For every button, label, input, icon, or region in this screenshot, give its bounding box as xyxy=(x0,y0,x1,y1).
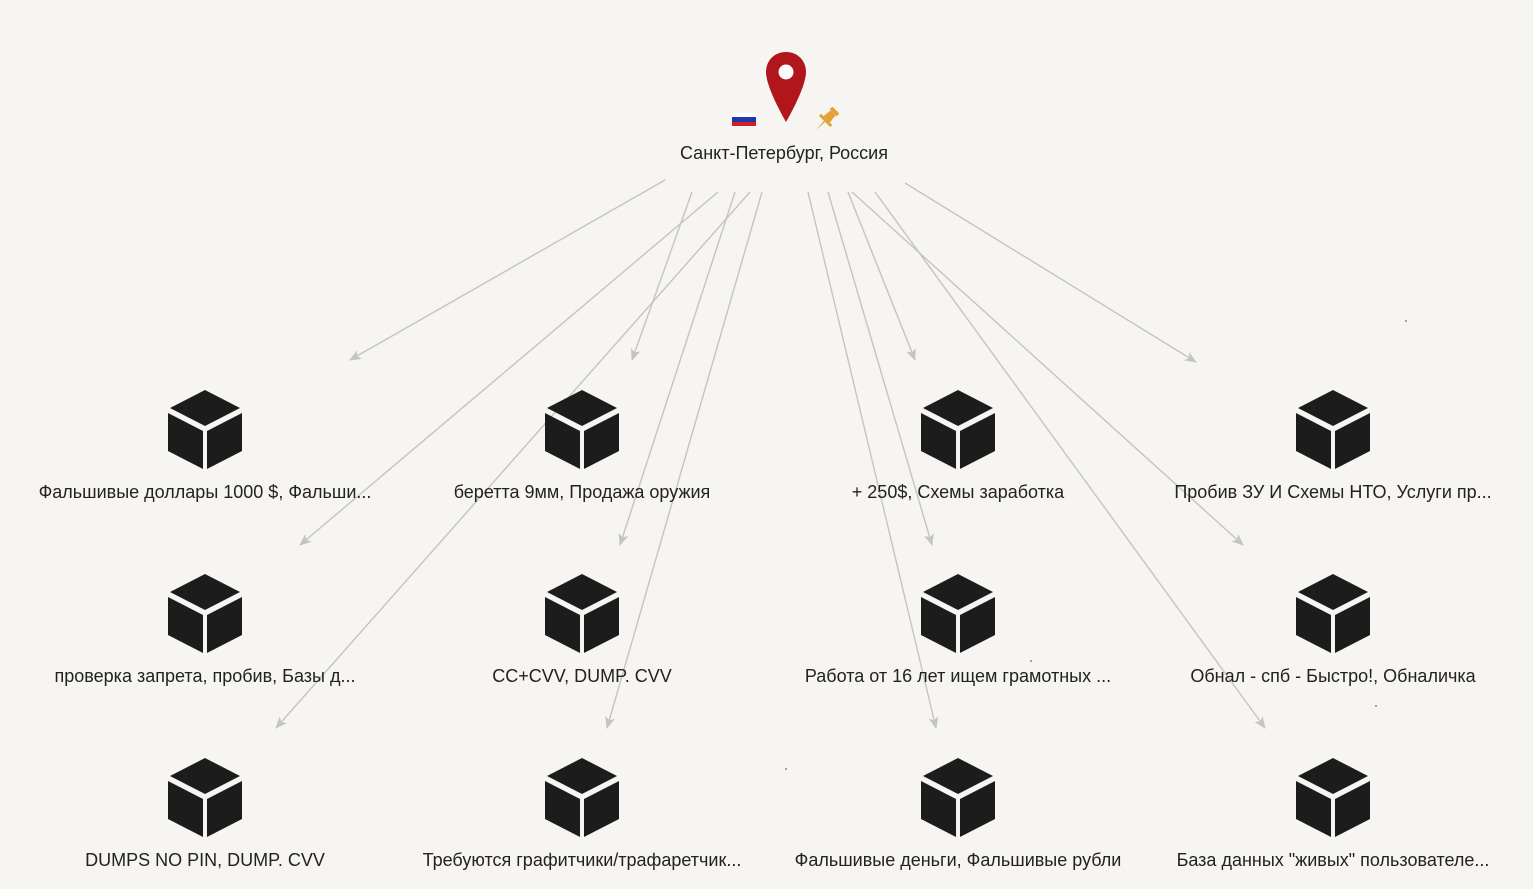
cube-icon xyxy=(168,574,242,653)
category-label: База данных "живых" пользователе... xyxy=(1176,850,1490,870)
map-pin-icon xyxy=(766,52,806,122)
cube-icon xyxy=(168,758,242,837)
category-label: Пробив ЗУ И Схемы НТО, Услуги пр... xyxy=(1174,482,1492,502)
cube-icon xyxy=(545,390,619,469)
category-label: CC+CVV, DUMP. CVV xyxy=(492,666,672,686)
category-label: Фальшивые деньги, Фальшивые рубли xyxy=(794,850,1122,870)
paper-speck xyxy=(1375,705,1377,707)
cube-icon xyxy=(545,574,619,653)
paper-speck xyxy=(1030,660,1032,662)
cube-icon xyxy=(1296,758,1370,837)
category-label: Работа от 16 лет ищем грамотных ... xyxy=(804,666,1112,686)
cube-icon xyxy=(1296,390,1370,469)
category-node[interactable]: Обнал - спб - Быстро!, Обналичка xyxy=(1143,572,1523,702)
category-node[interactable]: Фальшивые деньги, Фальшивые рубли xyxy=(768,756,1148,886)
location-node[interactable]: Санкт-Петербург, Россия xyxy=(584,50,984,175)
cube-icon xyxy=(168,390,242,469)
category-label: проверка запрета, пробив, Базы д... xyxy=(54,666,356,686)
category-node[interactable]: DUMPS NO PIN, DUMP. CVV xyxy=(15,756,395,886)
edge-arrow xyxy=(605,191,763,729)
paper-speck xyxy=(785,768,787,770)
location-label: Санкт-Петербург, Россия xyxy=(679,143,888,163)
category-node[interactable]: Пробив ЗУ И Схемы НТО, Услуги пр... xyxy=(1143,388,1523,518)
paper-speck xyxy=(1405,320,1407,322)
category-node[interactable]: Требуются графитчики/трафаретчик... xyxy=(392,756,772,886)
cube-icon xyxy=(921,574,995,653)
edge-arrow xyxy=(349,179,666,361)
category-label: + 250$, Схемы заработка xyxy=(851,482,1065,502)
category-label: Обнал - спб - Быстро!, Обналичка xyxy=(1190,666,1476,686)
edge-arrow xyxy=(630,191,693,361)
category-node[interactable]: + 250$, Схемы заработка xyxy=(768,388,1148,518)
category-label: Фальшивые доллары 1000 $, Фальши... xyxy=(38,482,372,502)
category-label: DUMPS NO PIN, DUMP. CVV xyxy=(85,850,325,870)
category-node[interactable]: CC+CVV, DUMP. CVV xyxy=(392,572,772,702)
category-node[interactable]: беретта 9мм, Продажа оружия xyxy=(392,388,772,518)
category-node[interactable]: Работа от 16 лет ищем грамотных ... xyxy=(768,572,1148,702)
category-node[interactable]: База данных "живых" пользователе... xyxy=(1143,756,1523,886)
edge-arrow xyxy=(874,191,1266,729)
cube-icon xyxy=(1296,574,1370,653)
edge-arrow xyxy=(299,191,719,546)
edge-arrow xyxy=(904,182,1197,363)
russia-flag-icon xyxy=(732,113,756,126)
edge-arrow xyxy=(618,191,736,546)
cube-icon xyxy=(545,758,619,837)
category-label: Требуются графитчики/трафаретчик... xyxy=(422,850,742,870)
category-node[interactable]: проверка запрета, пробив, Базы д... xyxy=(15,572,395,702)
edge-arrow xyxy=(807,191,939,729)
cube-icon xyxy=(921,390,995,469)
category-label: беретта 9мм, Продажа оружия xyxy=(453,482,711,502)
edge-arrow xyxy=(847,191,916,361)
category-node[interactable]: Фальшивые доллары 1000 $, Фальши... xyxy=(15,388,395,518)
edge-arrow xyxy=(275,191,751,729)
cube-icon xyxy=(921,758,995,837)
pushpin-icon[interactable] xyxy=(810,104,842,136)
edge-arrow xyxy=(827,191,934,546)
